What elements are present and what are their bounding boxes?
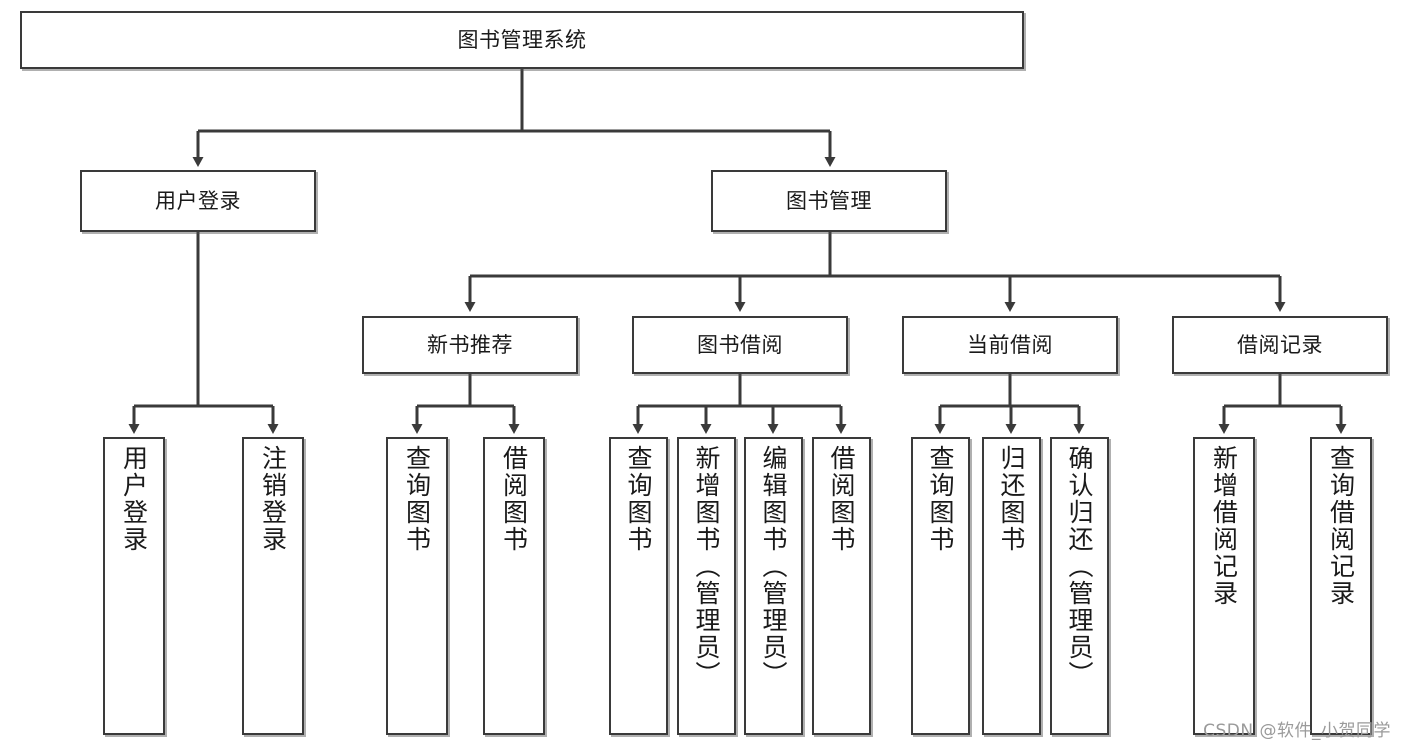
node-borrow-record-label: 借阅记录	[1237, 332, 1323, 357]
node-leaf-query-book-borrow-label: 查询图书	[624, 445, 653, 553]
node-leaf-logout[interactable]: 注销登录	[242, 437, 304, 735]
node-leaf-query-book-cur-label: 查询图书	[926, 445, 955, 553]
node-leaf-add-record-label: 新增借阅记录	[1209, 445, 1239, 607]
node-leaf-query-book-borrow[interactable]: 查询图书	[609, 437, 668, 735]
node-leaf-query-record-label: 查询借阅记录	[1326, 445, 1356, 607]
node-leaf-user-login-label: 用户登录	[119, 445, 149, 553]
node-user-login[interactable]: 用户登录	[80, 170, 316, 232]
node-leaf-logout-label: 注销登录	[258, 445, 288, 553]
node-leaf-confirm-return-label: 确认归还（管理员）	[1065, 445, 1094, 688]
node-book-borrow[interactable]: 图书借阅	[632, 316, 848, 374]
node-leaf-return-book[interactable]: 归还图书	[982, 437, 1041, 735]
node-leaf-query-book-cur[interactable]: 查询图书	[911, 437, 970, 735]
node-book-manage[interactable]: 图书管理	[711, 170, 947, 232]
node-user-login-label: 用户登录	[155, 188, 241, 213]
node-leaf-borrow-book-label: 借阅图书	[827, 445, 856, 553]
node-leaf-query-book-rec[interactable]: 查询图书	[386, 437, 448, 735]
node-book-borrow-label: 图书借阅	[697, 332, 783, 357]
node-new-book-recommend[interactable]: 新书推荐	[362, 316, 578, 374]
node-root[interactable]: 图书管理系统	[20, 11, 1024, 69]
node-leaf-add-record[interactable]: 新增借阅记录	[1193, 437, 1255, 735]
node-leaf-borrow-book[interactable]: 借阅图书	[812, 437, 871, 735]
node-borrow-record[interactable]: 借阅记录	[1172, 316, 1388, 374]
node-current-borrow-label: 当前借阅	[967, 332, 1053, 357]
node-leaf-query-book-rec-label: 查询图书	[402, 445, 432, 553]
node-leaf-user-login[interactable]: 用户登录	[103, 437, 165, 735]
node-leaf-return-book-label: 归还图书	[997, 445, 1026, 553]
node-leaf-borrow-book-rec[interactable]: 借阅图书	[483, 437, 545, 735]
node-leaf-confirm-return[interactable]: 确认归还（管理员）	[1050, 437, 1109, 735]
node-leaf-add-book-label: 新增图书（管理员）	[692, 445, 721, 688]
node-current-borrow[interactable]: 当前借阅	[902, 316, 1118, 374]
node-new-book-recommend-label: 新书推荐	[427, 332, 513, 357]
node-leaf-borrow-book-rec-label: 借阅图书	[499, 445, 529, 553]
node-leaf-query-record[interactable]: 查询借阅记录	[1310, 437, 1372, 735]
node-leaf-add-book[interactable]: 新增图书（管理员）	[677, 437, 736, 735]
node-leaf-edit-book[interactable]: 编辑图书（管理员）	[744, 437, 803, 735]
node-book-manage-label: 图书管理	[786, 188, 872, 213]
node-root-label: 图书管理系统	[457, 27, 587, 52]
node-leaf-edit-book-label: 编辑图书（管理员）	[759, 445, 788, 688]
